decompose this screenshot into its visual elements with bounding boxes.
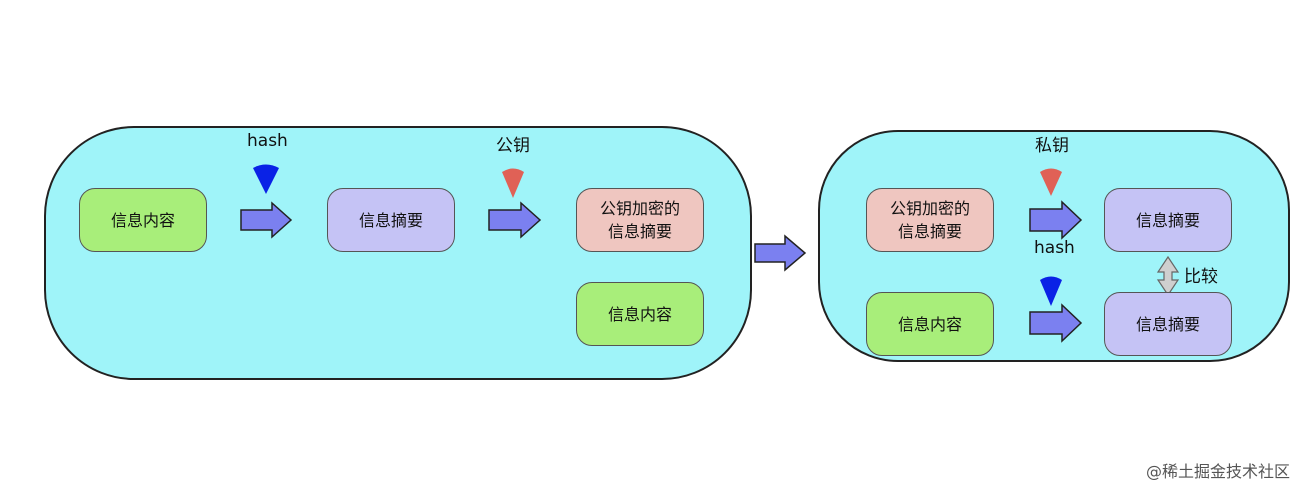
private-key-label: 私钥	[1035, 136, 1069, 156]
message-content-box: 信息内容	[576, 282, 704, 346]
hash-label: hash	[247, 131, 288, 151]
encrypted-digest-box: 公钥加密的 信息摘要	[866, 188, 994, 252]
arrow-between-panels	[754, 234, 807, 272]
computed-digest-box: 信息摘要	[1104, 292, 1232, 356]
compare-label: 比较	[1184, 267, 1218, 287]
encrypted-digest-box: 公钥加密的 信息摘要	[576, 188, 704, 252]
decrypted-digest-box: 信息摘要	[1104, 188, 1232, 252]
message-content-box: 信息内容	[866, 292, 994, 356]
watermark: @稀土掘金技术社区	[1145, 462, 1290, 481]
message-digest-box: 信息摘要	[327, 188, 455, 252]
arrow-content-to-digest	[240, 201, 293, 239]
key-icon	[1040, 168, 1062, 196]
hash-icon	[253, 164, 279, 194]
key-icon	[502, 168, 524, 198]
hash-label: hash	[1034, 238, 1075, 258]
arrow-digest-to-encrypted	[488, 201, 542, 239]
arrow-hash-right	[1029, 303, 1083, 343]
public-key-label: 公钥	[496, 136, 530, 156]
message-content-box: 信息内容	[79, 188, 207, 252]
compare-double-arrow	[1156, 255, 1180, 297]
arrow-decrypt	[1029, 200, 1083, 240]
hash-icon	[1040, 276, 1062, 306]
